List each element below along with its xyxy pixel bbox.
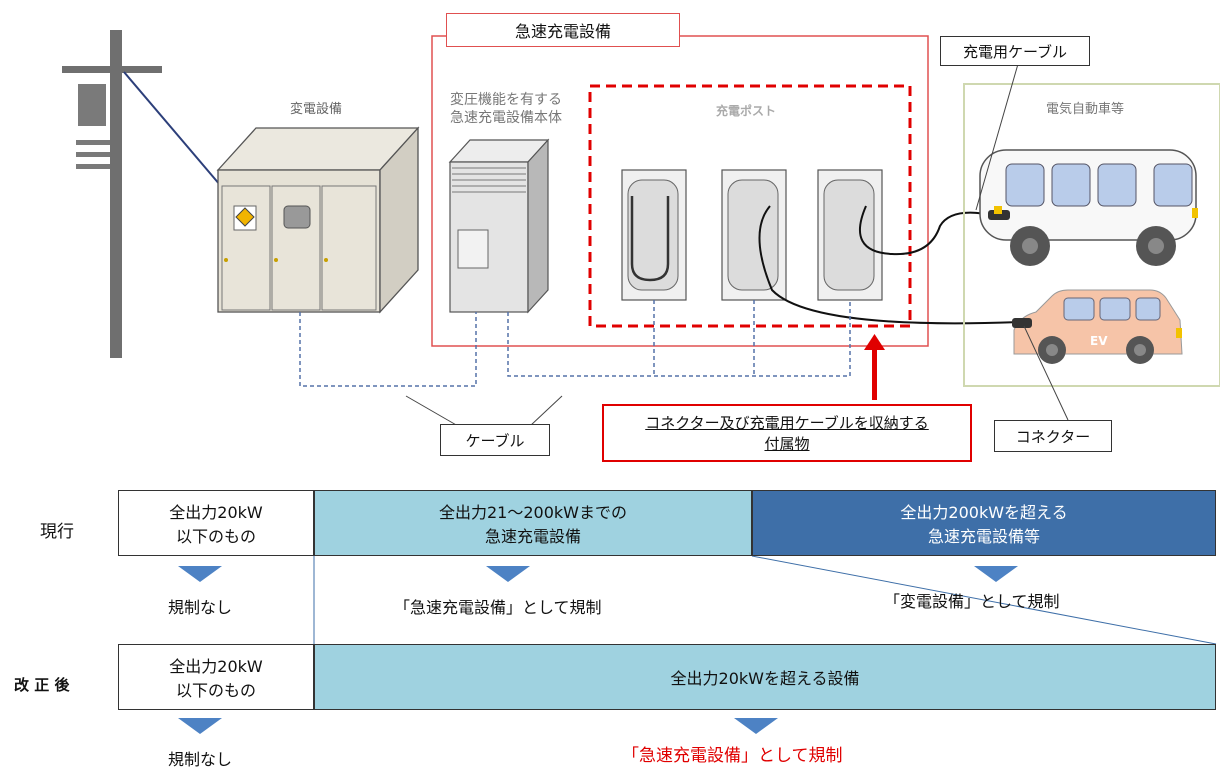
revised-high-result: 「急速充電設備」として規制	[622, 746, 843, 766]
car-connector-icon	[1012, 318, 1032, 328]
accessory-label-box: コネクター及び充電用ケーブルを収納する 付属物	[602, 404, 972, 462]
revised-high-cell: 全出力20kWを超える設備	[314, 644, 1216, 710]
current-low-line1: 全出力20kW	[169, 503, 263, 522]
charging-cable-to-bus	[858, 205, 997, 256]
revised-low-line2: 以下のもの	[175, 681, 256, 700]
charging-post-icon-3	[817, 169, 883, 301]
charging-cable-label: 充電用ケーブル	[940, 36, 1090, 66]
quick-charger-group-frame	[431, 35, 929, 347]
bus-icon	[979, 149, 1198, 266]
revised-low-line1: 全出力20kW	[169, 657, 263, 676]
current-high-line1: 全出力200kWを超える	[900, 503, 1068, 522]
charger-main-unit-label-2: 急速充電設備本体	[450, 110, 562, 126]
revised-low-result: 規制なし	[168, 750, 233, 769]
current-mid-line1: 全出力21～200kWまでの	[439, 503, 627, 522]
current-high-line2: 急速充電設備等	[927, 527, 1040, 546]
ev-car-icon	[1012, 289, 1183, 364]
current-mid-cell: 全出力21～200kWまでの 急速充電設備	[314, 490, 752, 556]
bus-connector-icon	[988, 210, 1010, 220]
connector-label: コネクター	[994, 420, 1112, 452]
charging-post-label: 充電ポスト	[716, 104, 777, 118]
down-arrow-icon	[178, 566, 222, 582]
callout-lines	[405, 63, 1069, 427]
quick-charger-group-label: 急速充電設備	[446, 13, 680, 47]
current-low-cell: 全出力20kW 以下のもの	[118, 490, 314, 556]
charging-post-frame	[588, 84, 912, 328]
revised-low-cell: 全出力20kW 以下のもの	[118, 644, 314, 710]
charging-cable-to-car	[758, 205, 1021, 325]
accessory-label-line1: コネクター及び充電用ケーブルを収納する	[645, 414, 929, 432]
utility-pole-icon	[62, 30, 227, 358]
charger-main-unit-icon	[448, 138, 550, 314]
current-high-cell: 全出力200kWを超える 急速充電設備等	[752, 490, 1216, 556]
substation-label: 変電設備	[290, 102, 343, 117]
cable-label: ケーブル	[440, 424, 550, 456]
current-row-label: 現行	[40, 522, 74, 542]
revised-row-label: 改 正 後	[14, 676, 70, 694]
down-arrow-icon	[178, 718, 222, 734]
accessory-label-line2: 付属物	[764, 435, 810, 453]
substation-cabinet-icon	[216, 126, 420, 314]
current-high-result: 「変電設備」として規制	[884, 592, 1060, 611]
ev-area-frame	[963, 83, 1220, 387]
down-arrow-icon	[734, 718, 778, 734]
charging-post-icon-1	[621, 169, 687, 301]
current-mid-line2: 急速充電設備	[484, 527, 581, 546]
charging-post-icon-2	[721, 169, 787, 301]
current-low-line2: 以下のもの	[175, 527, 256, 546]
ev-car-text: EV	[1090, 334, 1108, 348]
down-arrow-icon	[486, 566, 530, 582]
revised-high-label: 全出力20kWを超える設備	[670, 669, 860, 688]
charger-main-unit-label-1: 変圧機能を有する	[450, 92, 562, 108]
ev-group-label: 電気自動車等	[1046, 102, 1125, 117]
underground-cables	[299, 300, 851, 387]
accessory-arrow	[864, 334, 885, 400]
table-shift-lines	[313, 555, 1217, 645]
down-arrow-icon	[974, 566, 1018, 582]
current-mid-result: 「急速充電設備」として規制	[394, 598, 602, 617]
current-low-result: 規制なし	[168, 598, 233, 617]
